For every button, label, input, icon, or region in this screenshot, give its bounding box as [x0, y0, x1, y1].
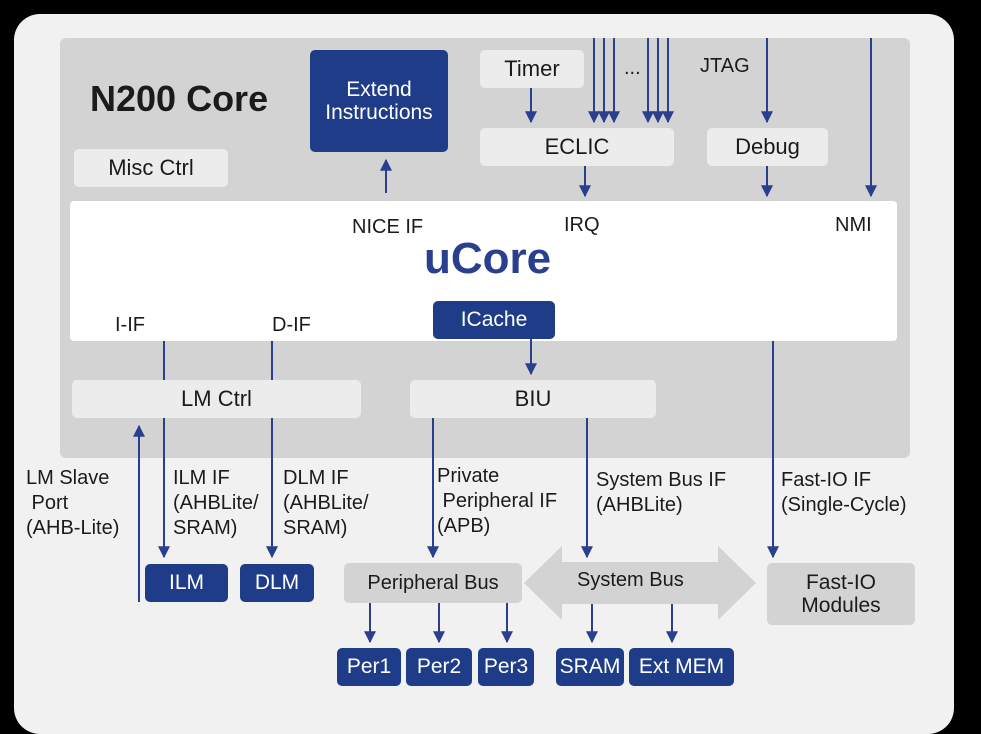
misc-ctrl-block: Misc Ctrl: [74, 149, 228, 187]
lm-slave-port-label: LM Slave Port (AHB-Lite): [26, 467, 120, 539]
ellipsis-label: ...: [624, 57, 641, 79]
per1-block: Per1: [337, 648, 401, 686]
peripheral-bus-block: Peripheral Bus: [344, 563, 522, 603]
jtag-label: JTAG: [700, 55, 750, 77]
ilm-block: ILM: [145, 564, 228, 602]
ext-mem-block: Ext MEM: [629, 648, 734, 686]
ilm-if-label: ILM IF (AHBLite/ SRAM): [173, 467, 259, 539]
irq-label: IRQ: [564, 214, 600, 236]
nmi-label: NMI: [835, 214, 872, 236]
core-title: N200 Core: [90, 78, 269, 119]
timer-block: Timer: [480, 50, 584, 88]
eclic-block: ECLIC: [480, 128, 674, 166]
system-bus-label: System Bus: [577, 569, 684, 591]
dlm-block: DLM: [240, 564, 314, 602]
ucore-title: uCore: [424, 234, 552, 283]
dlm-if-label: DLM IF (AHBLite/ SRAM): [283, 467, 369, 539]
system-bus-arrow-shape: [524, 546, 756, 620]
sram-block: SRAM: [556, 648, 624, 686]
per2-block: Per2: [406, 648, 472, 686]
private-peripheral-if-label: Private Peripheral IF (APB): [437, 465, 558, 537]
extend-instructions-block: Extend Instructions: [310, 50, 448, 152]
connection-lines: [133, 38, 877, 644]
i-if-label: I-IF: [115, 314, 145, 336]
fast-io-modules-block: Fast-IO Modules: [767, 563, 915, 625]
d-if-label: D-IF: [272, 314, 311, 336]
nice-if-label: NICE IF: [352, 216, 424, 238]
fast-io-if-label: Fast-IO IF (Single-Cycle): [781, 469, 907, 516]
debug-block: Debug: [707, 128, 828, 166]
lm-ctrl-block: LM Ctrl: [72, 380, 361, 418]
biu-block: BIU: [410, 380, 656, 418]
per3-block: Per3: [478, 648, 534, 686]
icache-block: ICache: [433, 301, 555, 339]
system-bus-if-label: System Bus IF (AHBLite): [596, 469, 727, 516]
